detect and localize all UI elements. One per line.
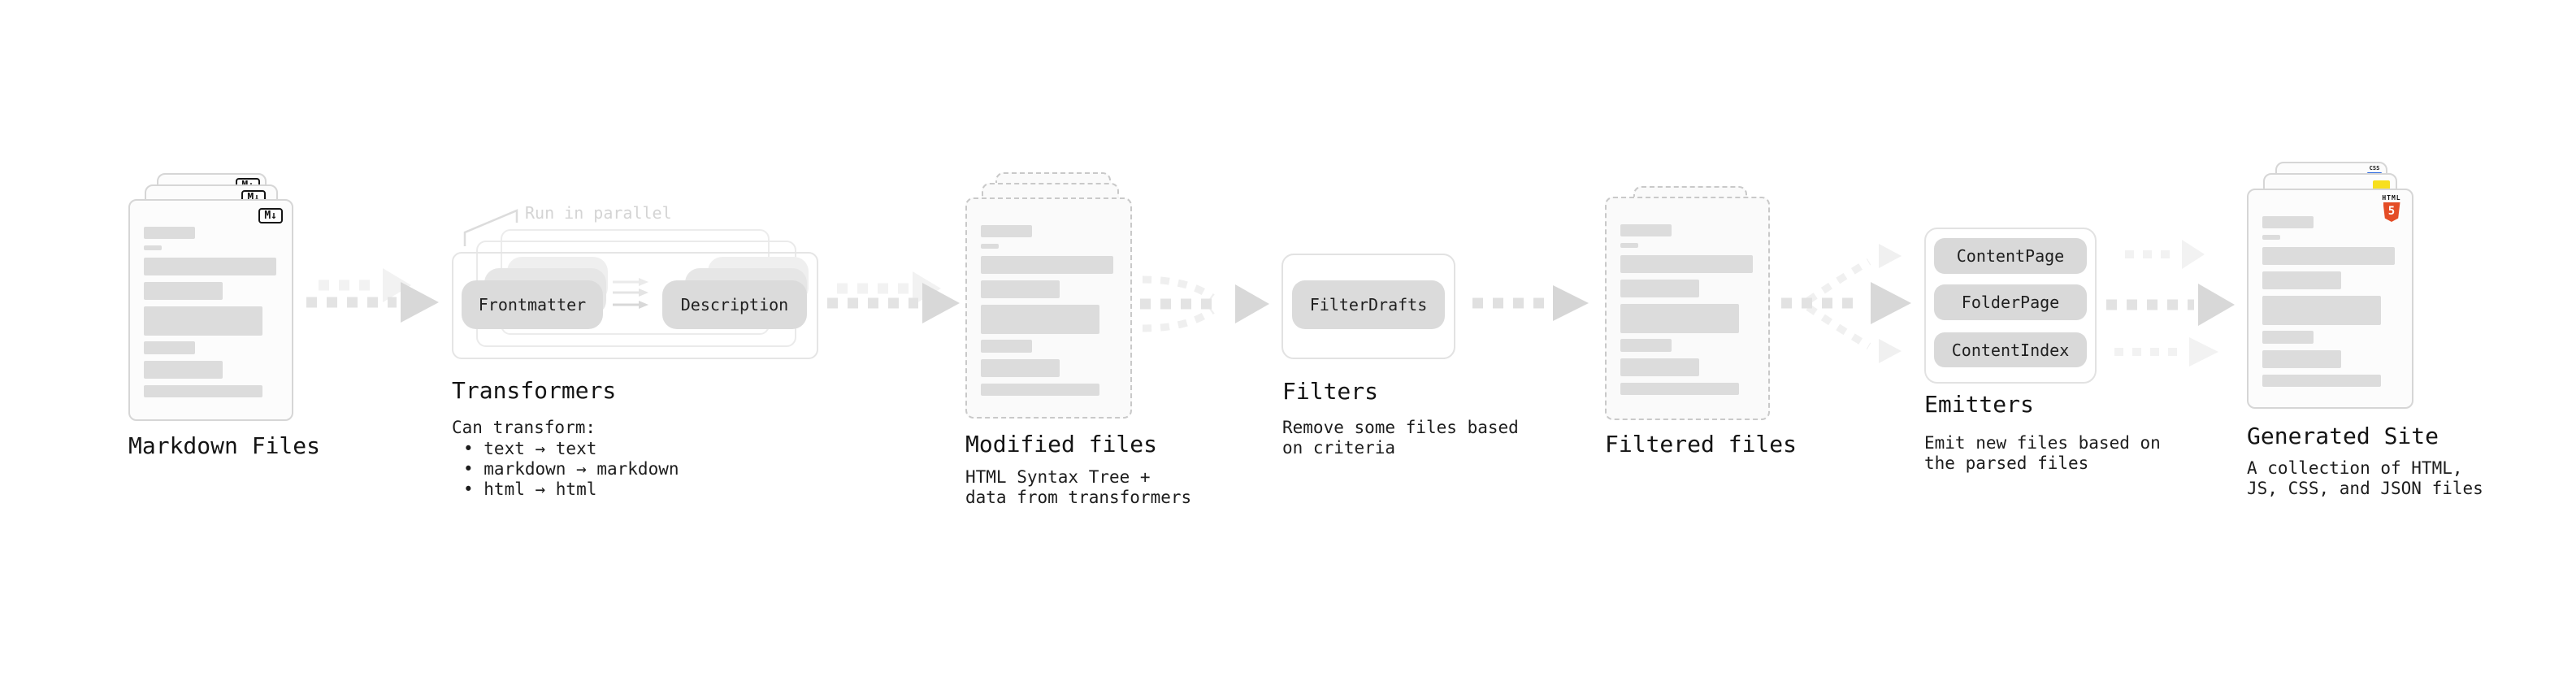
placeholder-text-line: [2262, 216, 2314, 228]
stage-title-emitters: Emitters: [1924, 391, 2034, 418]
generated-desc-line2: JS, CSS, and JSON files: [2247, 479, 2483, 498]
placeholder-text-line: [144, 245, 162, 250]
flow-arrow-filters-to-filtered: [1472, 285, 1589, 321]
placeholder-text-line: [144, 258, 276, 275]
modified-desc-line2: data from transformers: [965, 488, 1192, 507]
placeholder-text-line: [1620, 339, 1672, 352]
emitters-desc-line2: the parsed files: [1924, 453, 2089, 473]
emitter-pill-contentindex: ContentIndex: [1934, 332, 2087, 367]
emitter-pill-folderpage: FolderPage: [1934, 284, 2087, 320]
placeholder-text-line: [1620, 255, 1753, 273]
placeholder-text-line: [1620, 304, 1739, 333]
filters-desc-line1: Remove some files based: [1282, 418, 1519, 437]
placeholder-text-line: [144, 306, 262, 336]
placeholder-text-line: [2262, 235, 2280, 240]
html5-icon: HTML 5: [2381, 195, 2402, 222]
placeholder-text-line: [981, 359, 1060, 377]
markdown-file-card-front: M↓: [128, 199, 293, 421]
flow-arrow-filtered-to-emitters: [1781, 244, 1911, 363]
placeholder-text-line: [144, 227, 195, 239]
markdown-icon: M↓: [258, 208, 283, 223]
placeholder-text-line: [144, 282, 223, 300]
filtered-file-card-front: [1605, 197, 1770, 420]
placeholder-text-line: [1620, 358, 1699, 376]
transformers-bullet-1: • text → text: [463, 439, 597, 458]
placeholder-text-line: [1620, 243, 1638, 248]
description-pill: Description: [662, 280, 807, 329]
flow-arrow-transformers-to-modified: [827, 271, 960, 323]
placeholder-text-line: [2262, 350, 2341, 368]
stage-title-filters: Filters: [1282, 378, 1379, 405]
transformer-layer-front: [452, 252, 818, 359]
stage-title-markdown-files: Markdown Files: [128, 432, 321, 459]
placeholder-text-line: [981, 256, 1113, 274]
placeholder-text-line: [2262, 296, 2381, 325]
modified-file-card-front: [965, 197, 1132, 419]
transformers-desc-title: Can transform:: [452, 418, 596, 437]
generated-desc-line1: A collection of HTML,: [2247, 458, 2463, 478]
stage-title-transformers: Transformers: [452, 377, 617, 404]
emitters-desc-line1: Emit new files based on: [1924, 433, 2161, 453]
placeholder-text-line: [981, 384, 1099, 396]
run-in-parallel-annotation: Run in parallel: [525, 203, 672, 223]
emitter-pill-contentpage: ContentPage: [1934, 238, 2087, 274]
placeholder-text-line: [1620, 280, 1699, 297]
placeholder-text-line: [144, 361, 223, 379]
run-in-parallel-leader-line: [463, 209, 518, 246]
transformers-bullet-3: • html → html: [463, 479, 597, 499]
placeholder-text-line: [2262, 375, 2381, 387]
generated-file-card-front: HTML 5: [2247, 189, 2413, 409]
stage-title-modified-files: Modified files: [965, 431, 1158, 458]
placeholder-text-line: [981, 305, 1099, 334]
placeholder-text-line: [2262, 271, 2341, 289]
placeholder-text-line: [1620, 224, 1672, 236]
frontmatter-pill: Frontmatter: [462, 280, 603, 329]
placeholder-text-line: [981, 225, 1032, 237]
stage-title-generated-site: Generated Site: [2247, 423, 2439, 449]
placeholder-text-line: [1620, 383, 1739, 395]
placeholder-text-line: [981, 340, 1032, 353]
placeholder-text-line: [981, 244, 999, 249]
flow-arrow-emitters-to-generated: [2106, 240, 2235, 367]
filters-desc-line2: on criteria: [1282, 438, 1396, 458]
flow-arrow-markdown-to-transformers: [306, 268, 439, 323]
placeholder-text-line: [2262, 247, 2395, 265]
placeholder-text-line: [144, 385, 262, 397]
transformers-bullet-2: • markdown → markdown: [463, 459, 679, 479]
modified-desc-line1: HTML Syntax Tree +: [965, 467, 1151, 487]
filterdrafts-pill: FilterDrafts: [1292, 280, 1445, 329]
parallel-step-arrows: [613, 278, 648, 309]
flow-arrow-modified-to-filters: [1140, 275, 1269, 332]
placeholder-text-line: [981, 280, 1060, 298]
stage-title-filtered-files: Filtered files: [1605, 431, 1798, 458]
placeholder-text-line: [2262, 331, 2314, 344]
placeholder-text-line: [144, 341, 195, 354]
